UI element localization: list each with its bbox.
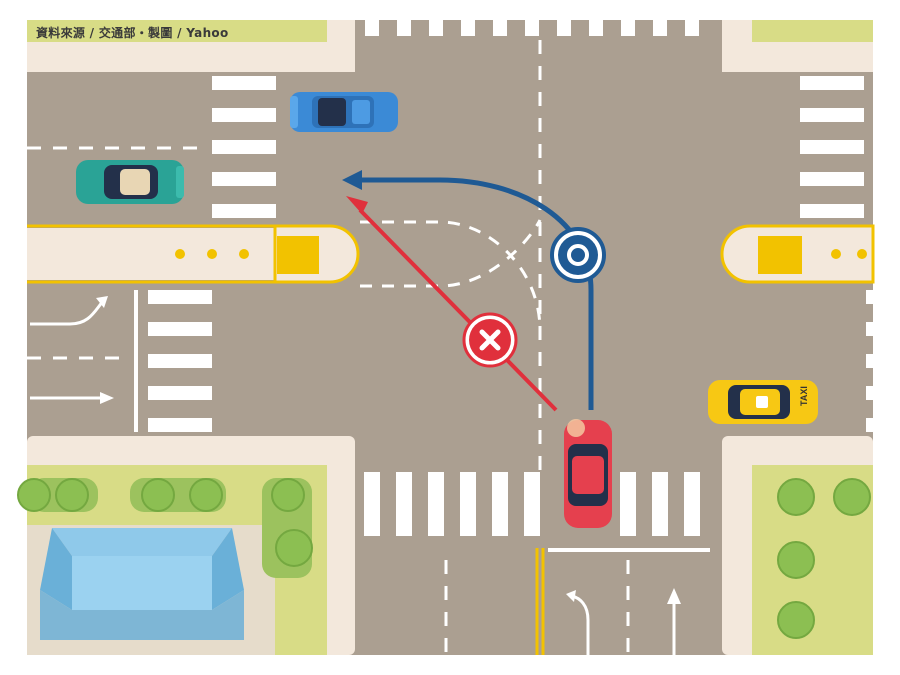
crosswalk-top — [365, 20, 699, 36]
red-car — [564, 419, 612, 528]
taxi-sign-label: TAXI — [799, 386, 809, 406]
crosswalk-left-lower — [148, 290, 212, 432]
road-arrows — [30, 296, 681, 655]
building — [40, 528, 244, 640]
crosswalk-left-upper — [212, 76, 276, 218]
cross-x-icon — [479, 329, 501, 351]
median-island-right — [720, 224, 875, 284]
forbidden-diagonal-path — [346, 196, 558, 412]
allowed-left-turn-path — [342, 170, 606, 410]
yellow-taxi: TAXI — [708, 380, 818, 424]
source-credit: 資料來源 / 交通部・製圖 / Yahoo — [36, 26, 229, 40]
median-island-left — [27, 224, 360, 284]
double-yellow-line — [535, 548, 545, 655]
blue-car — [290, 92, 398, 132]
crosswalk-bottom — [364, 472, 700, 536]
corner-top-left — [27, 20, 355, 72]
crosswalk-right — [800, 76, 873, 432]
corner-top-right — [722, 20, 873, 72]
circle-o-icon — [567, 244, 589, 266]
turn-guide-lines — [360, 219, 542, 331]
teal-car — [76, 160, 184, 204]
lane-markings — [27, 40, 710, 655]
